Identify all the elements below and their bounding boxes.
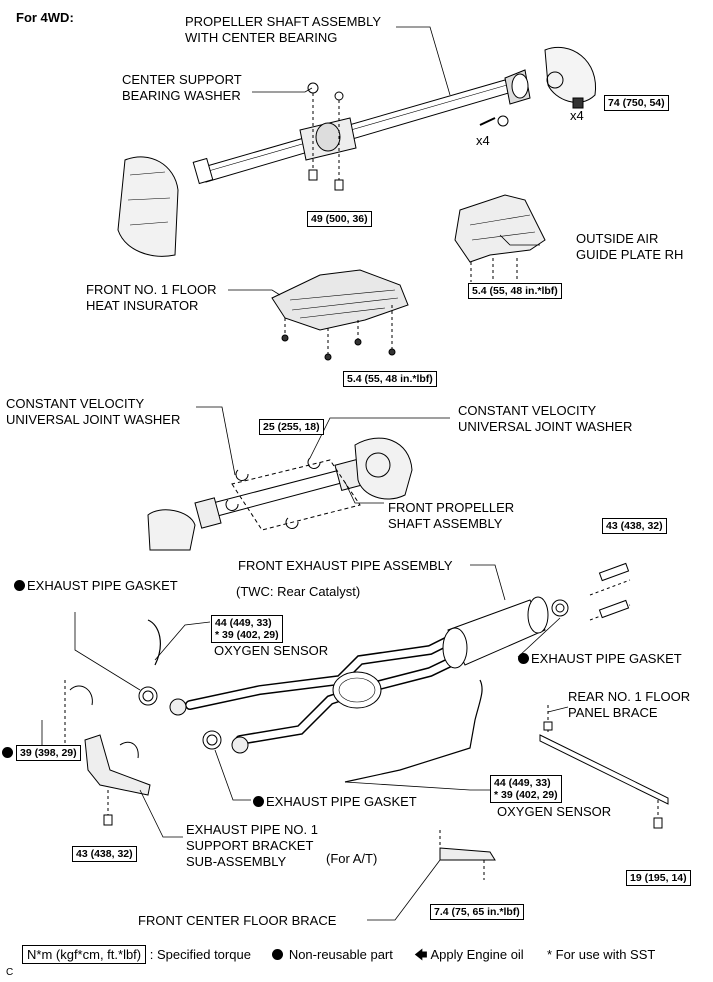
exhaust-pipe-drawing bbox=[138, 562, 631, 783]
non-reusable-icon bbox=[272, 949, 284, 960]
front-propeller-shaft-drawing bbox=[147, 437, 413, 551]
center-brace-drawing bbox=[439, 830, 496, 880]
non-reusable-icon bbox=[518, 653, 529, 664]
torque-39-item bbox=[2, 745, 15, 761]
torque-5-4-insulator-box: 5.4 (55, 48 in.*lbf) bbox=[343, 371, 437, 387]
torque-7-4-box: 7.4 (75, 65 in.*lbf) bbox=[430, 904, 524, 920]
oxygen-sensor-label-1: OXYGEN SENSOR bbox=[214, 643, 329, 658]
propeller-shaft-drawing bbox=[117, 46, 596, 257]
x4-count-label: x4 bbox=[476, 133, 490, 148]
torque-19-box: 19 (195, 14) bbox=[626, 870, 691, 886]
torque-5-4-guide-box: 5.4 (55, 48 in.*lbf) bbox=[468, 283, 562, 299]
exhaust-gasket-label-2: EXHAUST PIPE GASKET bbox=[518, 651, 682, 667]
exhaust-gasket-label-1: EXHAUST PIPE GASKET bbox=[14, 578, 178, 594]
exhaust-gasket-label-3: EXHAUST PIPE GASKET bbox=[253, 794, 417, 810]
page-title: For 4WD: bbox=[16, 10, 74, 25]
x4-count-label: x4 bbox=[570, 108, 584, 123]
corner-mark: C bbox=[6, 967, 14, 978]
torque-unit-box: N*m (kgf*cm, ft.*lbf) bbox=[22, 945, 147, 964]
legend: N*m (kgf*cm, ft.*lbf) : Specified torque… bbox=[22, 945, 656, 968]
torque-44-sensor2-box: 44 (449, 33)* 39 (402, 29) bbox=[490, 775, 562, 803]
engine-oil-legend: Apply Engine oil bbox=[430, 947, 524, 962]
torque-39-box: 39 (398, 29) bbox=[16, 745, 81, 761]
leader-lines bbox=[41, 26, 569, 921]
front-center-brace-label: FRONT CENTER FLOOR BRACE bbox=[138, 913, 337, 928]
air-guide-plate-drawing bbox=[454, 194, 546, 282]
heat-insulator-drawing bbox=[271, 269, 409, 361]
non-reusable-legend: Non-reusable part bbox=[288, 947, 393, 962]
torque-43-top-box: 43 (438, 32) bbox=[602, 518, 667, 534]
torque-44-sensor1-box: 44 (449, 33)* 39 (402, 29) bbox=[211, 615, 283, 643]
non-reusable-icon bbox=[253, 796, 264, 807]
torque-49-box: 49 (500, 36) bbox=[307, 211, 372, 227]
arrow-left-icon: 🡄 bbox=[414, 947, 428, 962]
non-reusable-icon bbox=[2, 747, 13, 758]
torque-74-box: 74 (750, 54) bbox=[604, 95, 669, 111]
rear-brace-drawing bbox=[539, 705, 669, 829]
torque-43-bottom-box: 43 (438, 32) bbox=[72, 846, 137, 862]
torque-legend-text: : Specified torque bbox=[149, 947, 251, 962]
front-exhaust-pipe-label: FRONT EXHAUST PIPE ASSEMBLY bbox=[238, 558, 453, 573]
sst-legend: * For use with SST bbox=[546, 947, 656, 962]
twc-note: (TWC: Rear Catalyst) bbox=[236, 584, 361, 599]
torque-25-box: 25 (255, 18) bbox=[259, 419, 324, 435]
for-at-note: (For A/T) bbox=[326, 851, 378, 866]
oxygen-sensor-label-2: OXYGEN SENSOR bbox=[497, 804, 612, 819]
non-reusable-icon bbox=[14, 580, 25, 591]
